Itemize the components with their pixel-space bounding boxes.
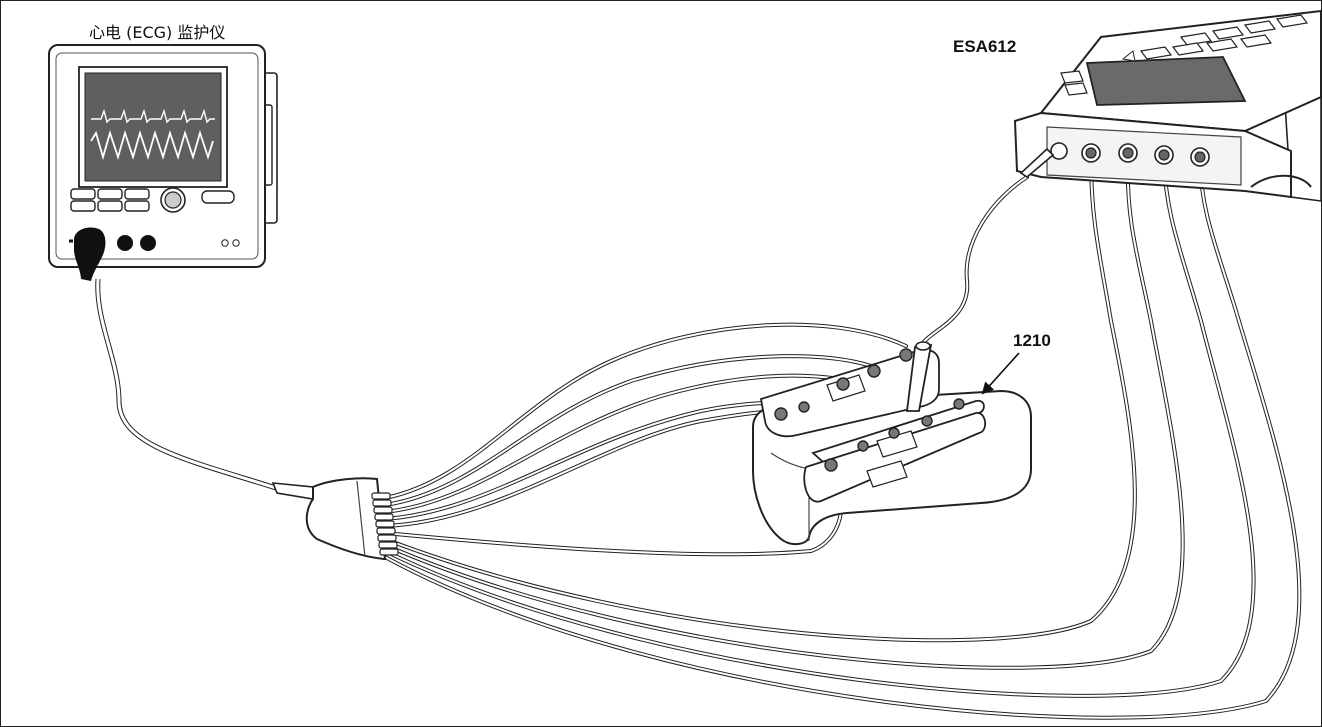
adapter-1210 <box>752 341 1032 545</box>
ecg-trunk-cable <box>95 278 277 491</box>
esa612-label: ESA612 <box>953 37 1017 56</box>
ecg-monitor-label: 心电 (ECG) 监护仪 <box>89 23 226 42</box>
ecg-waveform <box>91 108 215 124</box>
pleth-waveform <box>90 129 214 161</box>
adapter-1210-label: 1210 <box>1013 331 1051 350</box>
analyzer-cables <box>383 159 1302 720</box>
trunk-yoke <box>271 477 399 561</box>
esa612-analyzer <box>1013 9 1321 202</box>
adapter-pointer-arrow <box>981 352 1020 395</box>
leadwires <box>383 322 908 557</box>
ecg-monitor <box>48 44 278 281</box>
